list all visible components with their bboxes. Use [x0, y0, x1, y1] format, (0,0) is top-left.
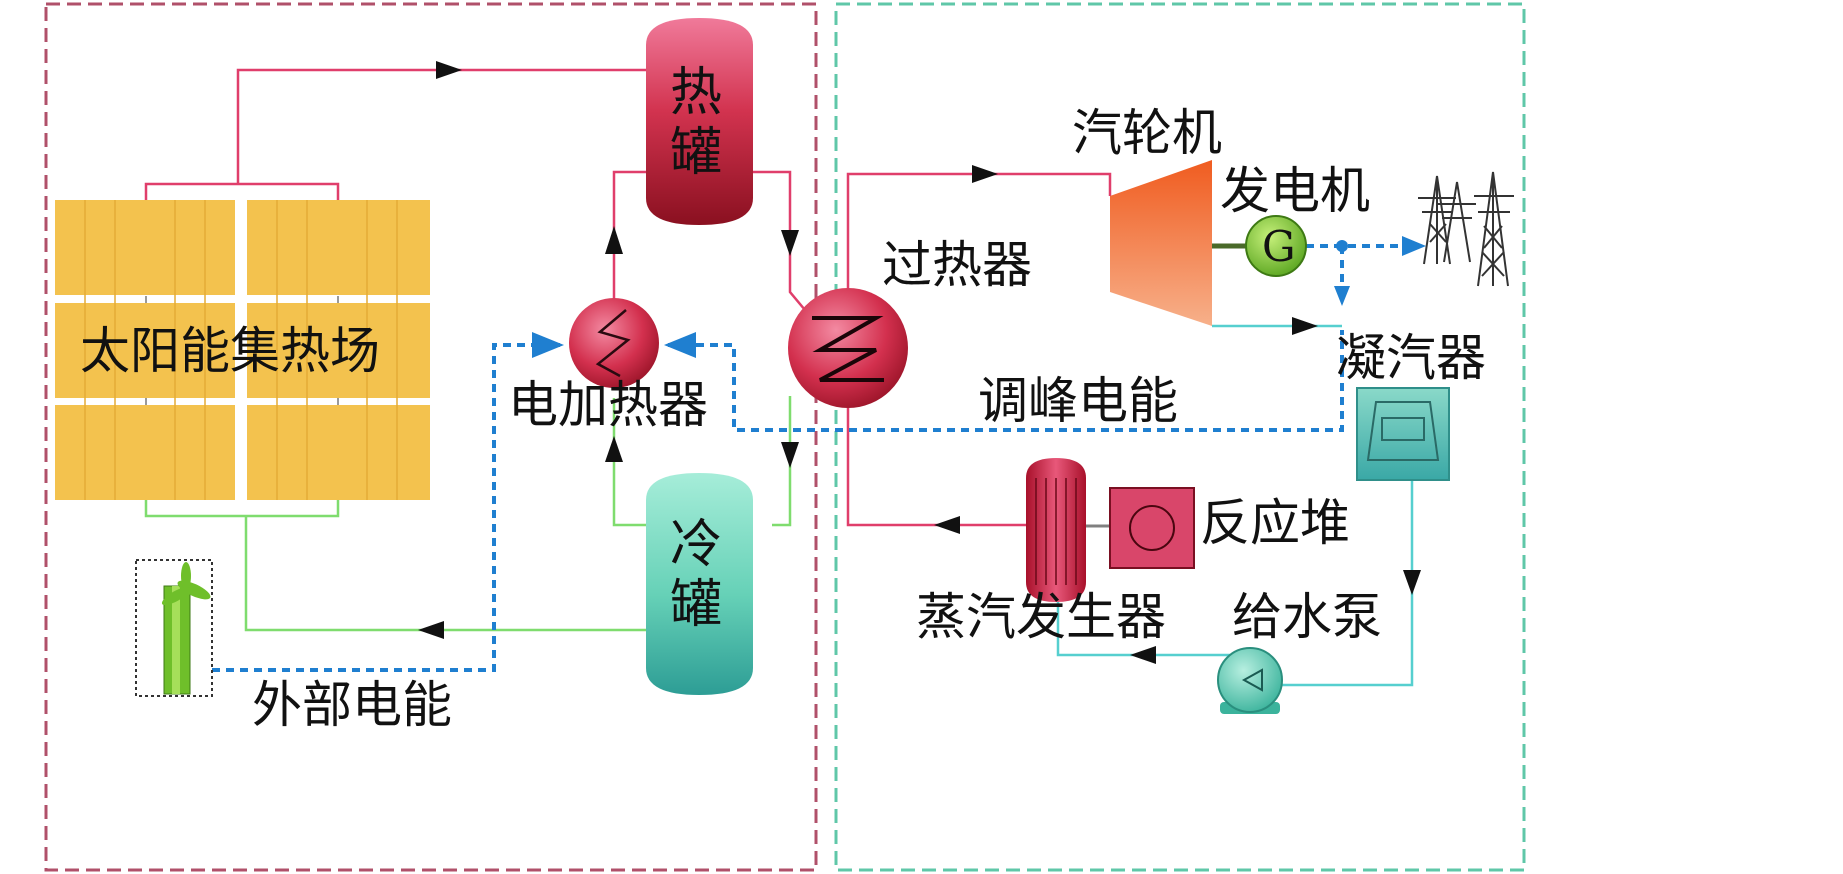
feedwater-pump-label: 给水泵: [1232, 588, 1382, 646]
hot-tank-label-line2: 罐: [670, 123, 722, 183]
external-power-label: 外部电能: [252, 676, 452, 734]
solar-region-border: [44, 2, 818, 872]
peak-power-label: 调峰电能: [978, 372, 1178, 430]
reactor-label: 反应堆: [1200, 494, 1350, 552]
power-junction: [1336, 240, 1348, 252]
superheater-label: 过热器: [882, 236, 1032, 294]
condenser: [1356, 387, 1450, 481]
steam-generator: [1026, 458, 1086, 602]
turbine: [1110, 160, 1212, 326]
cold-tank-label-line1: 冷: [670, 515, 722, 575]
generator-label: 发电机: [1220, 162, 1370, 220]
cold-tank-label-line2: 罐: [670, 575, 722, 635]
electric-heater-label: 电加热器: [508, 376, 708, 434]
cold-tank: [646, 473, 753, 695]
generator-symbol: G: [1262, 222, 1296, 271]
solar-field: [55, 200, 430, 500]
flow-arrows: [418, 61, 1421, 664]
electric-arrows: [532, 236, 1426, 358]
nuclear-region-border: [834, 2, 1526, 872]
solar-field-label: 太阳能集热场: [80, 322, 380, 380]
feedwater-pump: [1217, 647, 1283, 714]
hot-tank-label-line1: 热: [670, 63, 722, 123]
superheater: [788, 288, 908, 408]
water-pipes: [1056, 324, 1414, 687]
generator: [1245, 215, 1307, 277]
reactor: [1109, 487, 1195, 569]
electric-heater: [569, 298, 659, 388]
steam-generator-label: 蒸汽发生器: [916, 588, 1166, 646]
wind-turbine-icon: [161, 562, 211, 695]
power-tower-icons: [1418, 171, 1514, 287]
hot-tank: [646, 18, 753, 225]
turbine-label: 汽轮机: [1072, 104, 1222, 162]
condenser-label: 凝汽器: [1336, 329, 1486, 387]
wind-turbine-frame: [135, 559, 213, 697]
